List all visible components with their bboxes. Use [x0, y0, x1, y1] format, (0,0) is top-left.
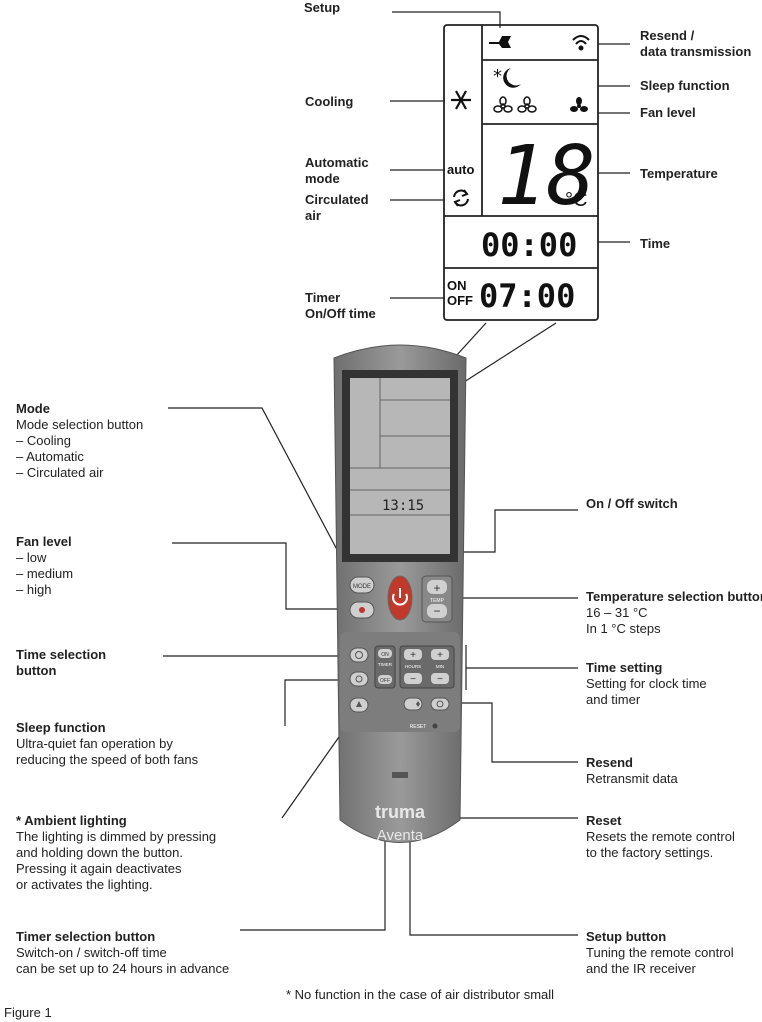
- auto-label: auto: [447, 162, 475, 177]
- callout-timer-selection: Timer selection button Switch-on / switc…: [16, 929, 230, 976]
- label-cooling: Cooling: [305, 94, 354, 109]
- timer-on-text: ON: [381, 652, 389, 658]
- leader-setup: [392, 11, 501, 28]
- timer-value: 07:00: [479, 277, 575, 315]
- callout-setup: Setup button Tuning the remote control a…: [586, 929, 734, 976]
- remote-screen-time: 13:15: [382, 498, 424, 514]
- temp-minus-button[interactable]: [427, 604, 447, 618]
- callout-temp-selection: Temperature selection buttons 16 – 31 °C…: [586, 589, 762, 636]
- fan-button-icon: [359, 607, 365, 613]
- clock-icon: [355, 651, 363, 659]
- label-fan: Fan level: [640, 105, 696, 120]
- label-setup: Setup: [304, 0, 341, 15]
- timer-on-button[interactable]: [378, 649, 392, 658]
- temperature-value: 18: [497, 129, 596, 224]
- min-minus-label: −: [437, 674, 443, 685]
- min-text: MIN: [436, 664, 444, 669]
- hours-plus-button[interactable]: [404, 649, 422, 660]
- callout-reset: Reset Resets the remote control to the f…: [586, 813, 735, 860]
- sleep-button[interactable]: [349, 671, 369, 687]
- model-name: Aventa: [377, 827, 424, 844]
- hours-text: HOURS: [405, 664, 421, 669]
- timer-off-label: OFF: [447, 293, 473, 308]
- circulate-icon: [453, 189, 469, 207]
- moon-icon: [503, 68, 521, 88]
- timer-off-text: OFF: [380, 678, 390, 684]
- setup-wrench-icon: [408, 701, 420, 707]
- time-selection-button[interactable]: [349, 647, 369, 663]
- light-icon: [356, 701, 362, 707]
- callout-onoff: On / Off switch: [586, 496, 678, 511]
- timer-on-label: ON: [447, 278, 467, 293]
- mode-button-label: MODE: [353, 584, 371, 590]
- timer-off-button[interactable]: [378, 675, 392, 684]
- leader-resend-btn: [440, 702, 578, 763]
- temp-plus-button[interactable]: [427, 580, 447, 594]
- wrench-icon: [489, 36, 511, 48]
- callout-sleep: Sleep function Ultra-quiet fan operation…: [16, 720, 199, 767]
- label-sleep: Sleep function: [640, 78, 730, 93]
- remote-screen: [350, 378, 450, 554]
- temp-plus-label: +: [433, 581, 440, 595]
- setup-button[interactable]: [403, 697, 423, 711]
- snowflake-icon: [451, 90, 471, 110]
- timer-text: TIMER: [378, 662, 393, 667]
- callout-mode: Mode Mode selection button – Cooling – A…: [16, 401, 144, 480]
- power-icon: [392, 588, 408, 606]
- hours-plus-label: +: [410, 650, 416, 661]
- mode-button[interactable]: [349, 576, 375, 594]
- sleep-star-icon: *: [493, 66, 502, 87]
- min-plus-button[interactable]: [431, 649, 449, 660]
- moon-small-icon: [355, 675, 363, 683]
- lcd-display: * auto 18 °C 00:00 ON OFF 07:00: [443, 24, 599, 321]
- remote-control: 13:15 MODE + TEMP − ON TIMER OFF + + HOU…: [333, 344, 467, 844]
- callout-resend: Resend Retransmit data: [586, 755, 678, 786]
- time-value: 00:00: [481, 226, 577, 264]
- label-time: Time: [640, 236, 671, 251]
- resend-wifi-icon: [436, 700, 444, 708]
- reset-text: RESET: [410, 724, 427, 730]
- reset-pinhole[interactable]: [432, 723, 438, 729]
- leader-sleep-btn: [284, 679, 352, 726]
- fan-icon-medium: [517, 96, 537, 113]
- callout-ambient: * Ambient lighting The lighting is dimme…: [16, 813, 217, 892]
- callout-time-selection: Time selection button: [16, 647, 107, 678]
- leader-fan-btn: [172, 542, 352, 610]
- wifi-icon: [572, 35, 590, 51]
- figure-label: Figure 1: [4, 1005, 52, 1020]
- fan-icon-high: [570, 97, 588, 112]
- temperature-unit: °C: [565, 189, 587, 211]
- hours-minus-label: −: [410, 674, 416, 685]
- min-minus-button[interactable]: [431, 673, 449, 684]
- callout-fan: Fan level – low – medium – high: [16, 534, 74, 597]
- min-plus-label: +: [437, 650, 443, 661]
- label-resend: Resend /data transmission: [640, 28, 752, 59]
- hours-minus-button[interactable]: [404, 673, 422, 684]
- resend-button[interactable]: [430, 697, 450, 711]
- temp-label: TEMP: [430, 598, 445, 604]
- brand-logo: truma: [375, 802, 426, 822]
- ir-window: [392, 772, 408, 778]
- label-temperature: Temperature: [640, 166, 718, 181]
- footnote: * No function in the case of air distrib…: [286, 987, 555, 1002]
- temp-minus-label: −: [433, 604, 440, 618]
- leader-mode: [168, 407, 353, 579]
- fan-icon-low: [493, 96, 513, 113]
- lcd-frame: [443, 24, 599, 321]
- callout-time-setting: Time setting Setting for clock time and …: [586, 660, 707, 707]
